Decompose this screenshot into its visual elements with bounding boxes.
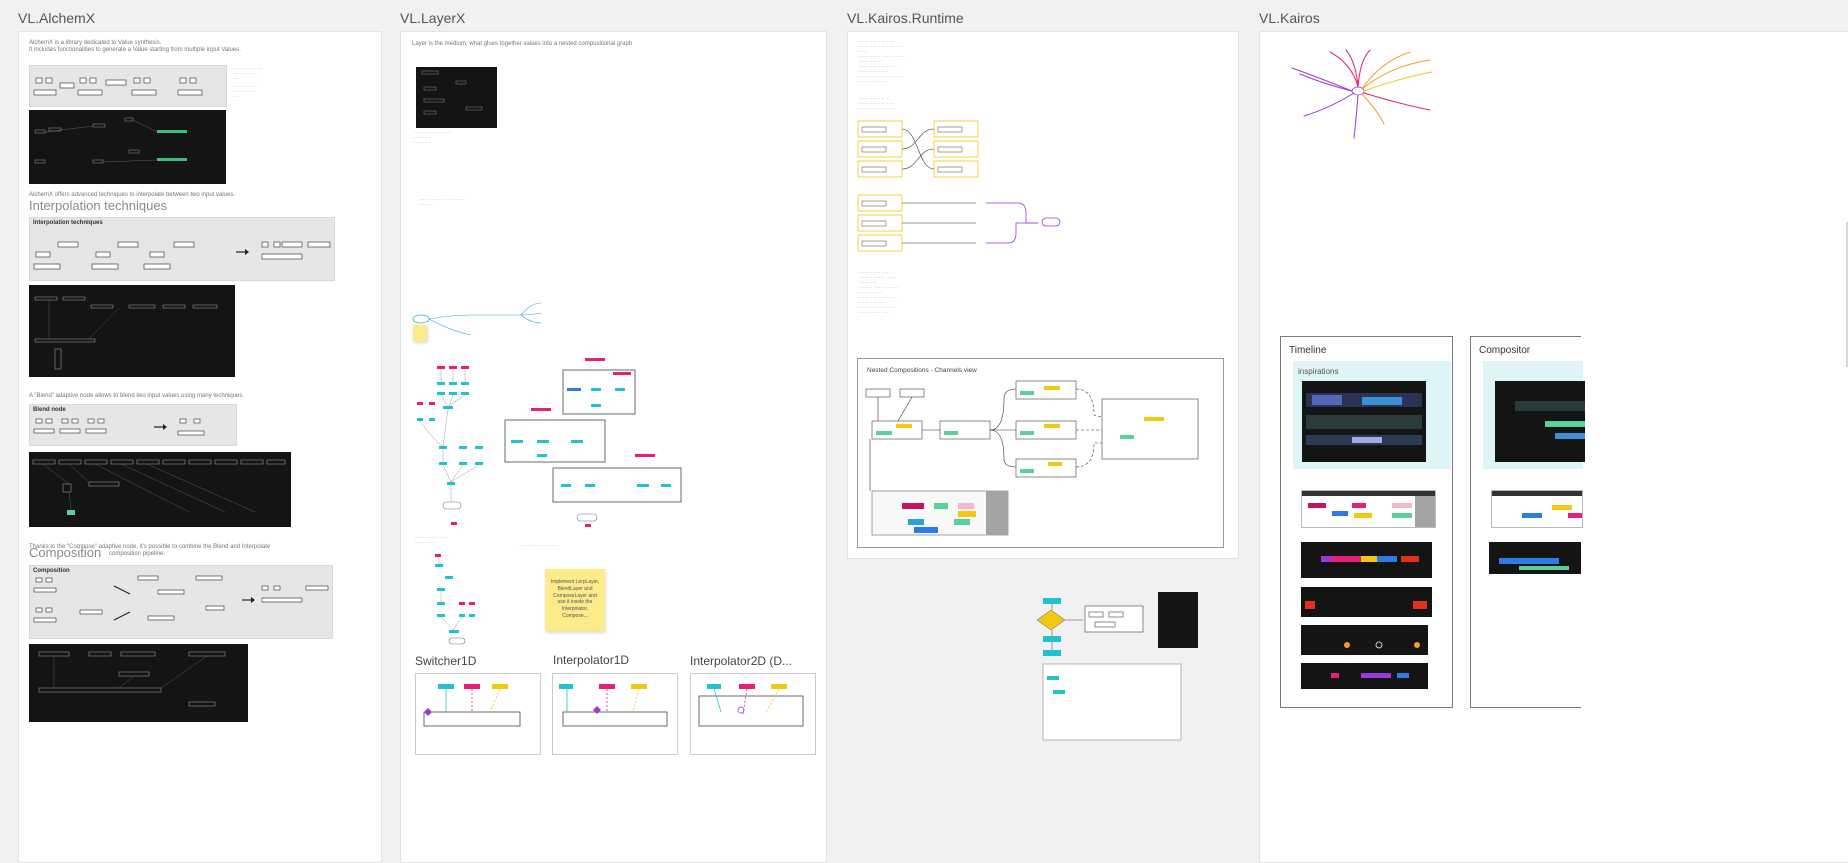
runtime-text-block-2: ········ ········ ·············· ·······…	[858, 96, 895, 111]
timeline-mock-5-art	[1331, 673, 1409, 678]
layerx-mindmap	[412, 302, 542, 336]
layerx-intro: Layer is the medium, what glues together…	[412, 41, 633, 47]
composition-box-label: Composition	[33, 568, 70, 574]
nested-compositions-panel[interactable]: Nested Compositions - Channels view	[857, 358, 1224, 548]
switcher1d-card[interactable]	[415, 673, 541, 755]
inspiration-timeline-art	[1306, 393, 1422, 445]
frame-title-layerx[interactable]: VL.LayerX	[400, 10, 466, 26]
alchemx-note-1: ····· ······· ···· ·········· ······ ···…	[233, 66, 263, 81]
dark-patch-graph	[34, 117, 187, 164]
dark-interp-graph	[34, 296, 218, 370]
layerx-dark-graph	[421, 70, 483, 115]
compositor-mock-2[interactable]	[1489, 542, 1581, 574]
interpolator1d-card[interactable]	[552, 673, 678, 755]
timeline-mock-2[interactable]	[1301, 542, 1432, 578]
runtime-dark-thumb[interactable]	[1158, 592, 1198, 648]
timeline-mock-2-art	[1321, 556, 1419, 562]
board-kairos[interactable]: Timeline inspirations	[1259, 31, 1848, 863]
board-kairos-runtime[interactable]: ········ ········ ·················· ···…	[847, 31, 1239, 559]
board-alchemx[interactable]: AlchemX is a library dedicated to Value …	[18, 31, 382, 863]
interpolator2d-label[interactable]: Interpolator2D (D...	[690, 654, 793, 668]
patch-diagram	[33, 77, 203, 96]
dark-screenshot-4[interactable]	[29, 644, 248, 722]
compositor-panel[interactable]: Compositor	[1470, 336, 1585, 708]
timeline-mock-5[interactable]	[1301, 663, 1428, 689]
timeline-mock-1[interactable]	[1301, 490, 1436, 528]
dark-blend-graph	[32, 459, 286, 515]
compositor-mock-2-art	[1499, 558, 1569, 570]
timeline-mock-3[interactable]	[1301, 587, 1432, 617]
sticky-note-text: Implement LerpLayer, BlendLayer and Comp…	[550, 579, 600, 619]
alchemx-intro-line2: It includes functionalities to generate …	[29, 47, 241, 53]
blend-patch-diagram	[33, 418, 205, 436]
timeline-mock-4[interactable]	[1301, 625, 1428, 655]
alchemx-compose-desc: Thanks to the "Compose" adaptive node, i…	[29, 544, 271, 550]
interpolator1d-label[interactable]: Interpolator1D	[553, 653, 630, 667]
patch-image-value-synthesis[interactable]	[29, 65, 227, 107]
frame-title-kairos-runtime[interactable]: VL.Kairos.Runtime	[847, 10, 964, 26]
runtime-flow-diagram	[857, 120, 1061, 252]
layerx-dark-screenshot[interactable]	[416, 67, 497, 128]
layerx-note-3: ········ ········ ·············· ·······	[415, 535, 448, 545]
blend-box-label: Blend node	[33, 407, 66, 413]
scrollbar-right[interactable]	[1846, 222, 1848, 367]
nested-compositions-diagram	[865, 380, 1199, 536]
composition-patch-diagram	[33, 575, 329, 623]
runtime-flowchart	[1036, 598, 1182, 741]
nested-compositions-title: Nested Compositions - Channels view	[867, 367, 977, 374]
interp-box-label: Interpolation techniques	[33, 220, 103, 226]
frame-title-alchemx[interactable]: VL.AlchemX	[18, 10, 96, 26]
mini-sticky[interactable]	[413, 325, 427, 341]
interp-patch-diagram	[33, 241, 331, 270]
timeline-mock-4-art	[1344, 641, 1420, 649]
interp-techniques-box[interactable]: Interpolation techniques	[29, 217, 335, 281]
compositor-mock-1-art	[1492, 491, 1582, 518]
timeline-mock-3-art	[1305, 601, 1427, 609]
board-layerx[interactable]: Layer is the medium, what glues together…	[400, 31, 827, 863]
alchemx-note-2: ····· ····· ············ ······ ········	[233, 84, 257, 99]
interp-heading[interactable]: Interpolation techniques	[29, 198, 168, 213]
dark-screenshot-2[interactable]	[29, 285, 235, 377]
sticky-note[interactable]: Implement LerpLayer, BlendLayer and Comp…	[545, 569, 605, 631]
dark-screenshot-1[interactable]	[29, 110, 226, 184]
timeline-label: Timeline	[1289, 345, 1327, 356]
switcher1d-graph	[423, 684, 521, 727]
compositor-label: Compositor	[1479, 345, 1531, 356]
compositor-mock-1[interactable]	[1491, 490, 1583, 528]
interpolator2d-graph	[698, 684, 804, 727]
alchemx-intro-line1: AlchemX is a library dedicated to Value …	[29, 40, 162, 46]
node-graph-left	[417, 366, 483, 525]
composition-box[interactable]: Composition	[29, 565, 333, 639]
runtime-text-block-3: ········ ········ ········ ········ ····…	[858, 270, 899, 315]
layerx-note-2: ········ ·········· ······· ············…	[419, 197, 465, 207]
interpolator1d-graph	[559, 684, 668, 727]
composition-heading[interactable]: Composition	[29, 545, 102, 560]
dark-compose-graph	[38, 651, 226, 707]
timeline-mock-1-art	[1302, 491, 1435, 527]
compositor-art	[1515, 401, 1585, 439]
alchemx-compose-desc2: composition pipeline.	[109, 551, 166, 557]
interpolator2d-card[interactable]	[690, 673, 816, 755]
compositor-screenshot[interactable]	[1495, 381, 1585, 462]
inspirations-label: inspirations	[1298, 367, 1339, 376]
frame-title-kairos[interactable]: VL.Kairos	[1259, 10, 1320, 26]
kairos-mindmap	[1291, 49, 1433, 139]
node-graph-right	[504, 358, 682, 527]
alchemx-interp-desc: AlchemX offers advanced techniques to in…	[29, 192, 236, 198]
layerx-note-1: ········· ·········· ················ ··…	[413, 130, 452, 145]
switcher1d-label[interactable]: Switcher1D	[415, 654, 477, 668]
dark-screenshot-3[interactable]	[29, 452, 291, 527]
inspiration-screenshot[interactable]	[1302, 381, 1426, 462]
timeline-panel[interactable]: Timeline inspirations	[1280, 336, 1453, 708]
runtime-text-block-1: ········ ········ ·················· ···…	[858, 39, 906, 84]
blend-node-box[interactable]: Blend node	[29, 404, 237, 446]
layerx-note-4: ······ ······ ········ ·······	[519, 543, 559, 548]
node-graph-bottom	[435, 554, 475, 645]
alchemx-blend-desc: A "Blend" adaptive node allows to blend …	[29, 393, 245, 399]
